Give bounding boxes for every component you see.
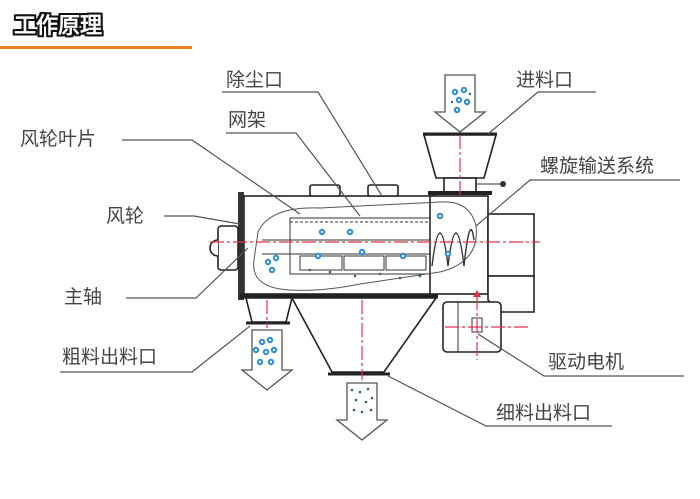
svg-text:进料口: 进料口 (516, 69, 573, 91)
svg-text:网架: 网架 (228, 109, 266, 131)
fine-cone (290, 297, 438, 373)
mesh-frame (289, 217, 431, 275)
svg-text:主轴: 主轴 (64, 286, 102, 308)
label-screw-conveyor: 螺旋输送系统 (475, 155, 680, 227)
label-drive-motor: 驱动电机 (477, 333, 684, 377)
svg-text:驱动电机: 驱动电机 (548, 351, 624, 373)
bearing-cap (209, 239, 219, 257)
svg-text:风轮: 风轮 (106, 205, 144, 227)
bearing-housing (217, 225, 239, 271)
label-feed-inlet: 进料口 (487, 69, 596, 135)
title-underline (0, 46, 192, 49)
svg-text:螺旋输送系统: 螺旋输送系统 (540, 155, 654, 177)
feed-arrow (433, 74, 487, 133)
machine-body (209, 112, 540, 380)
section-title: 工作原理 (14, 14, 103, 39)
adjustment-knob (500, 181, 506, 187)
dust-port-2 (367, 184, 399, 197)
label-mesh-frame: 网架 (226, 109, 361, 217)
svg-text:粗料出料口: 粗料出料口 (62, 346, 157, 368)
coarse-hopper (244, 297, 294, 323)
chamber-particles (264, 212, 452, 280)
label-coarse-outlet: 粗料出料口 (60, 325, 251, 373)
svg-text:除尘口: 除尘口 (226, 69, 283, 91)
label-main-shaft: 主轴 (64, 247, 249, 308)
label-fine-outlet: 细料出料口 (387, 375, 612, 427)
main-housing (243, 195, 435, 295)
airflow-outline (253, 201, 477, 291)
label-wind-wheel-blade: 风轮叶片 (20, 128, 301, 215)
label-dust-outlet: 除尘口 (222, 69, 383, 197)
left-flange (238, 192, 244, 300)
screw-spiral (431, 228, 475, 267)
gear-box (487, 213, 535, 277)
fine-output-arrow (335, 382, 389, 441)
screw-housing (429, 195, 489, 295)
svg-text:风轮叶片: 风轮叶片 (20, 128, 96, 150)
label-wind-wheel: 风轮 (106, 205, 241, 227)
dust-port-1 (309, 184, 341, 197)
svg-text:细料出料口: 细料出料口 (496, 402, 591, 424)
coarse-output-arrow (240, 329, 294, 391)
